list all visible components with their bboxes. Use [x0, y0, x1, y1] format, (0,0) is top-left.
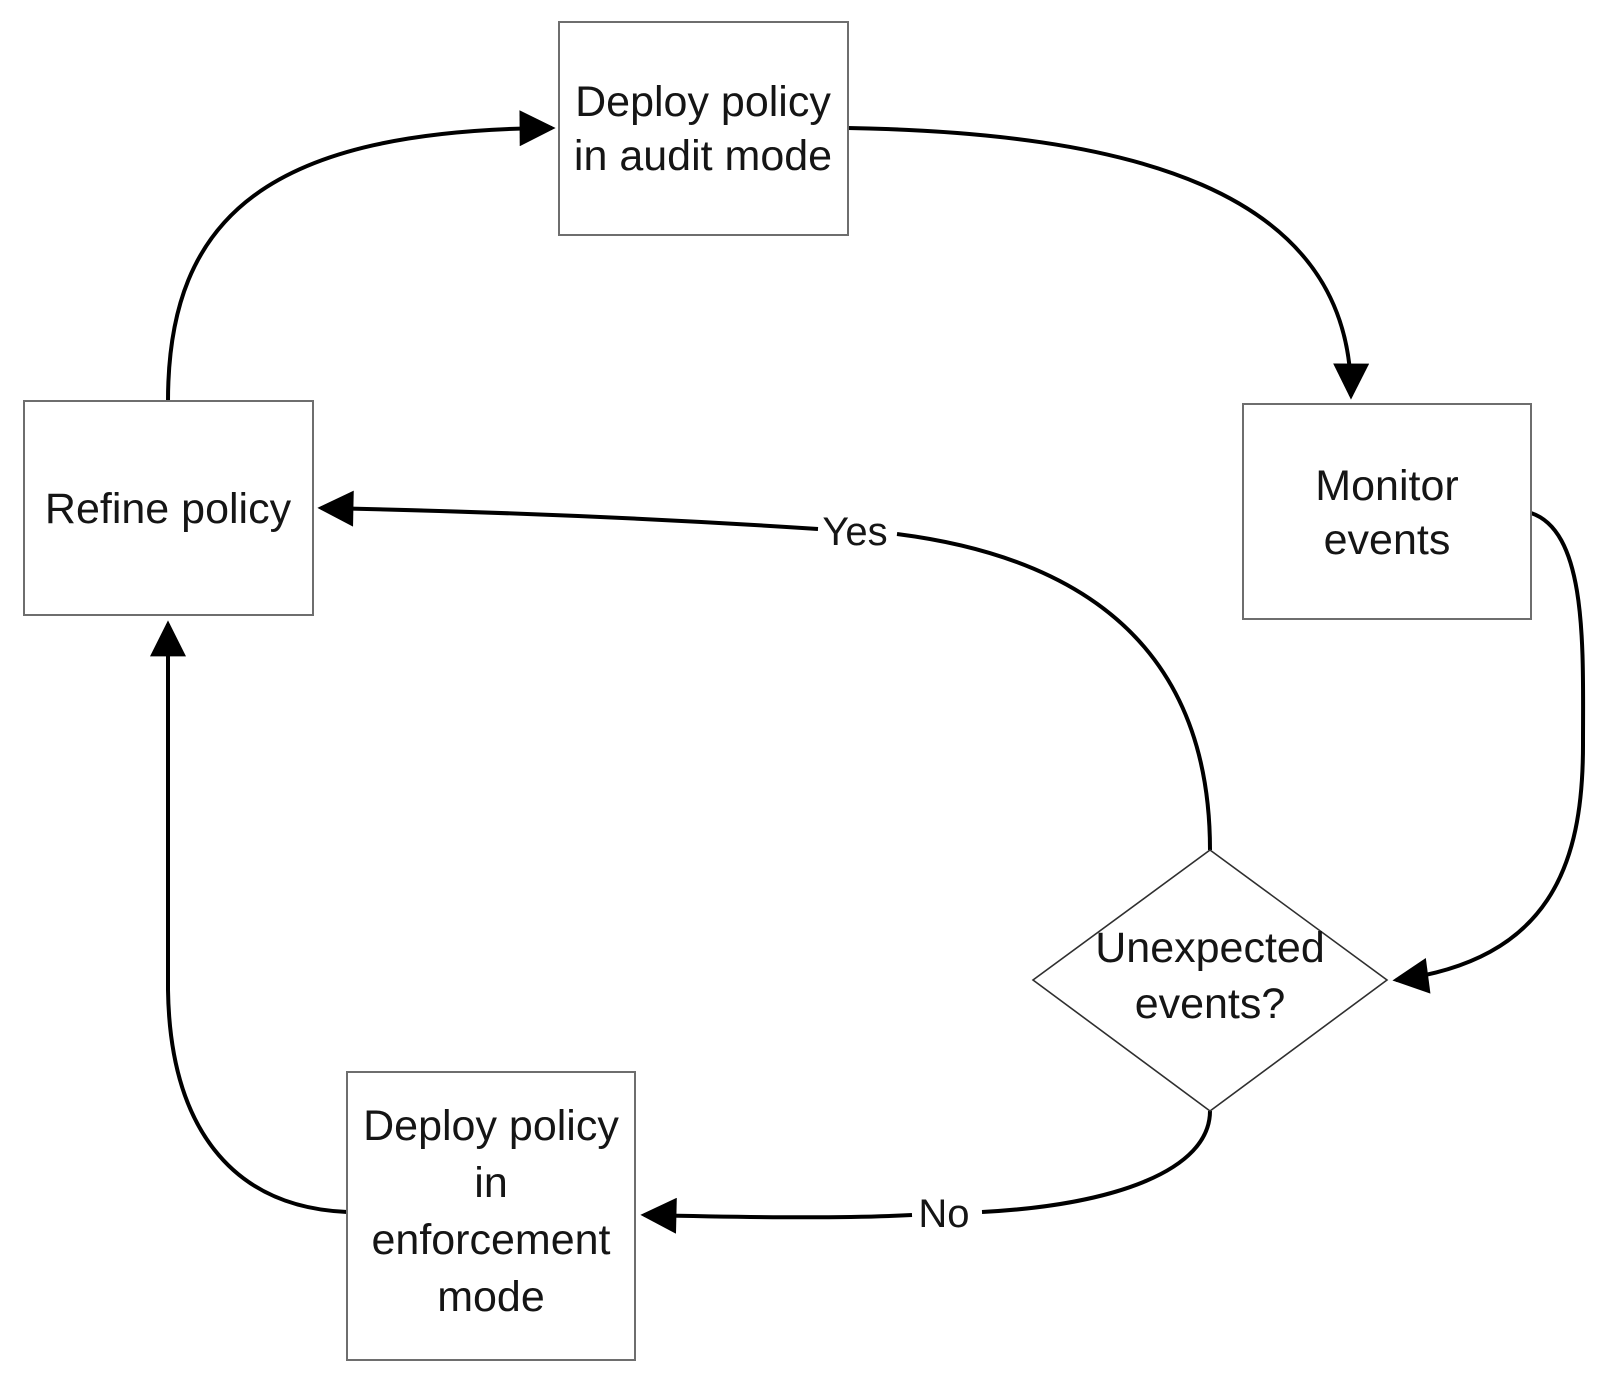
node-monitor: Monitor events	[1242, 403, 1532, 620]
edge-unexpected-to-refine-segment-1	[896, 532, 1212, 851]
node-refine: Refine policy	[23, 400, 314, 616]
node-deploy-enforce-label-line3: enforcement	[371, 1216, 610, 1264]
edge-refine-to-deploy-audit	[166, 110, 556, 402]
edge-monitor-to-unexpected	[1392, 511, 1586, 994]
node-refine-shape	[23, 400, 314, 616]
node-deploy-enforce-label-line1: Deploy policy	[363, 1102, 619, 1150]
node-deploy-audit: Deploy policy in audit mode	[558, 21, 849, 236]
node-deploy-audit-shape	[558, 21, 849, 236]
edge-deploy-enforce-to-refine	[150, 620, 348, 1214]
node-unexpected: Unexpected events?	[1031, 849, 1389, 1112]
node-deploy-enforce: Deploy policy in enforcement mode	[346, 1071, 636, 1361]
edge-label-no: No	[918, 1192, 969, 1236]
edge-deploy-audit-to-monitor	[847, 126, 1370, 400]
node-monitor-shape	[1242, 403, 1532, 620]
edge-label-yes: Yes	[822, 510, 887, 554]
node-monitor-label-line2: events	[1324, 516, 1451, 564]
edge-unexpected-to-refine-segment-2	[317, 490, 819, 531]
edge-unexpected-to-deploy-enforce-segment-1	[981, 1110, 1212, 1214]
node-unexpected-label-line1: Unexpected	[1095, 924, 1325, 972]
node-unexpected-shape	[1031, 849, 1389, 1112]
node-deploy-enforce-shape	[346, 1071, 636, 1361]
node-deploy-audit-label-line1: Deploy policy	[575, 78, 831, 126]
node-deploy-enforce-label-line4: mode	[437, 1273, 545, 1321]
node-unexpected-label-line2: events?	[1135, 980, 1286, 1028]
node-deploy-audit-label-line2: in audit mode	[574, 132, 832, 180]
node-deploy-enforce-label-line2: in	[474, 1159, 507, 1207]
edge-unexpected-to-deploy-enforce-segment-2	[640, 1197, 913, 1234]
node-monitor-label-line1: Monitor	[1315, 462, 1458, 510]
node-refine-label-line1: Refine policy	[45, 485, 292, 533]
